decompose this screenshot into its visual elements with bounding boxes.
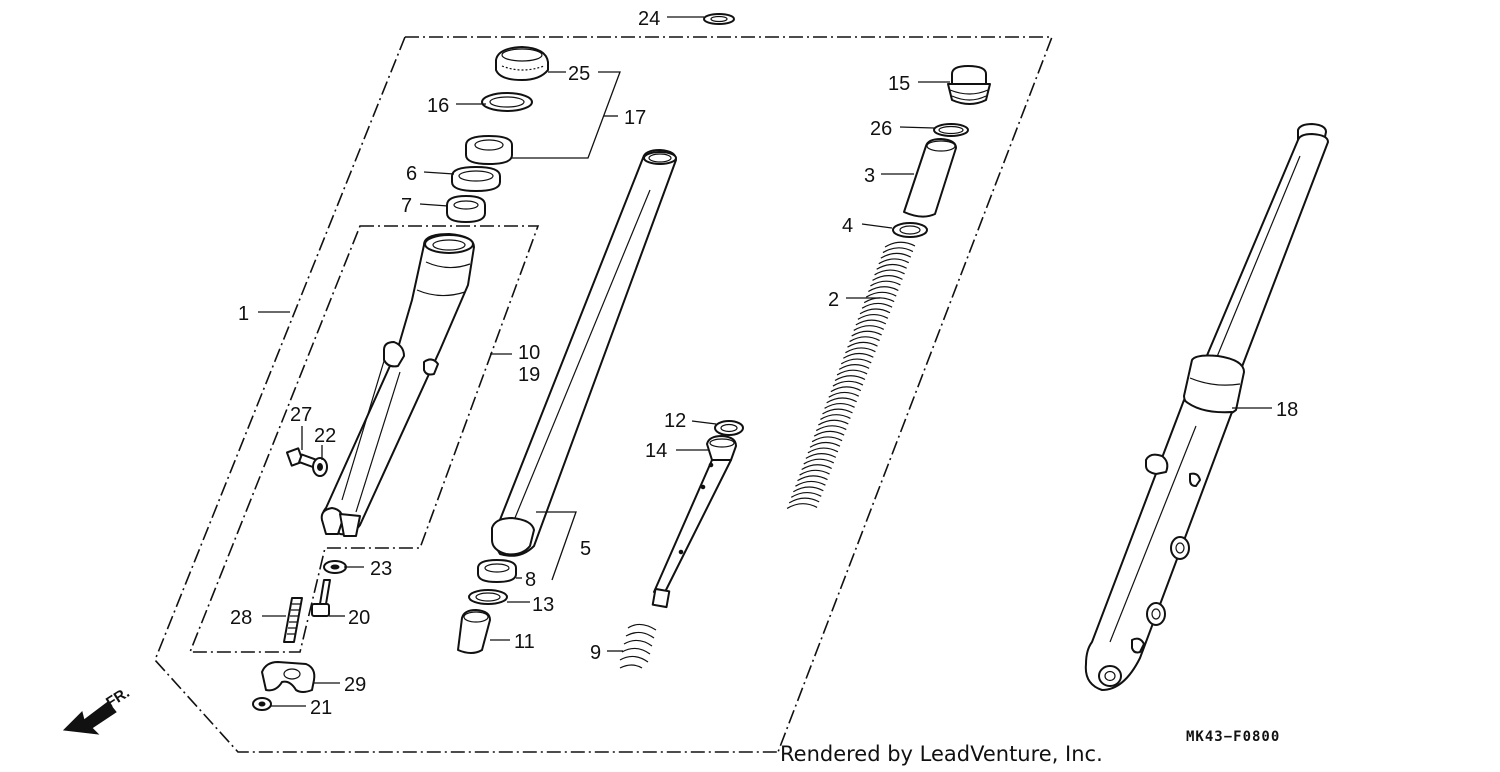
part-12-piston-ring [714, 420, 744, 436]
diagram-reference-code: MK43−F0800 [1186, 729, 1280, 745]
part-8-bushing [477, 559, 517, 583]
callout-1: 1 [238, 303, 249, 325]
callout-9: 9 [590, 642, 601, 664]
part-22-washer [312, 457, 328, 477]
callout-16: 16 [427, 95, 449, 117]
part-24-ring [703, 13, 735, 25]
callout-18: 18 [1276, 399, 1298, 421]
part-7-bushing [446, 195, 486, 223]
callout-4: 4 [842, 215, 853, 237]
part-21-nut [252, 697, 272, 711]
render-credit: Rendered by LeadVenture, Inc. [780, 742, 1103, 766]
callout-2: 2 [828, 289, 839, 311]
callout-8: 8 [525, 569, 536, 591]
callout-22: 22 [314, 425, 336, 447]
part-2-fork-spring [786, 241, 916, 509]
callout-20: 20 [348, 607, 370, 629]
callout-24: 24 [638, 8, 660, 30]
callout-14: 14 [645, 440, 667, 462]
part-25-dust-seal [495, 46, 549, 81]
part-13-seal [468, 589, 508, 605]
callout-25: 25 [568, 63, 590, 85]
callout-13: 13 [532, 594, 554, 616]
callout-11: 11 [514, 631, 535, 653]
part-10-fork-slider [320, 233, 475, 537]
part-16-snap-ring [481, 92, 533, 112]
part-4-spring-seat [892, 222, 928, 238]
callout-5: 5 [580, 538, 591, 560]
callout-21: 21 [310, 697, 332, 719]
part-29-axle-holder [261, 661, 316, 693]
part-26-o-ring [933, 123, 969, 137]
part-18-fork-assembly [1084, 123, 1329, 691]
slider-boundary [188, 225, 540, 653]
part-20-bolt [311, 579, 331, 617]
callout-10: 10 [518, 342, 540, 364]
part-14-damper-rod [651, 435, 737, 609]
callout-28: 28 [230, 607, 252, 629]
callout-19: 19 [518, 364, 540, 386]
callout-labels: 24 25 16 17 6 7 1 10 19 27 22 23 28 20 2… [230, 8, 1298, 719]
assembly-boundary [154, 36, 1054, 753]
callout-17: 17 [624, 107, 646, 129]
leader-lines [258, 16, 1272, 707]
callout-12: 12 [664, 410, 686, 432]
callout-15: 15 [888, 73, 910, 95]
part-5-fork-tube [491, 149, 677, 557]
part-28-stud [283, 597, 303, 643]
part-17-oil-seal [465, 135, 513, 165]
part-6-backup-ring [451, 166, 501, 192]
part-15-fork-bolt [947, 65, 991, 105]
callout-7: 7 [401, 195, 412, 217]
callout-3: 3 [864, 165, 875, 187]
callout-26: 26 [870, 118, 892, 140]
callout-23: 23 [370, 558, 392, 580]
front-direction-arrow: FR. [62, 684, 133, 735]
part-11-oil-lock-piece [457, 609, 491, 654]
part-3-spacer [903, 138, 957, 218]
part-23-washer [323, 560, 347, 574]
callout-6: 6 [406, 163, 417, 185]
part-9-rebound-spring [619, 623, 657, 669]
callout-29: 29 [344, 674, 366, 696]
callout-27: 27 [290, 404, 312, 426]
